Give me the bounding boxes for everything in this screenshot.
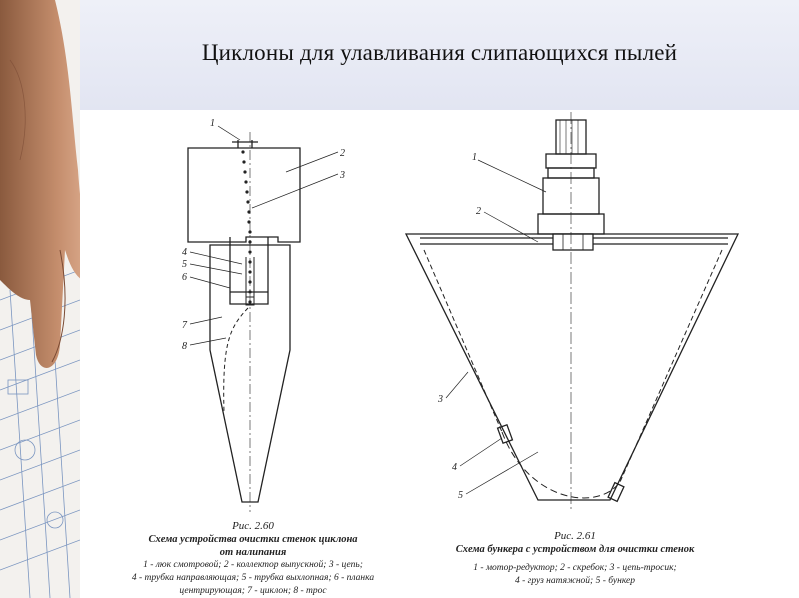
right-legend-2: 4 - груз натяжной; 5 - бункер bbox=[514, 576, 636, 586]
left-legend-2: 4 - трубка направляющая; 5 - трубка выхл… bbox=[131, 573, 375, 583]
inspection-hatch bbox=[232, 140, 258, 148]
right-legend-1: 1 - мотор-редуктор; 2 - скребок; 3 - цеп… bbox=[473, 563, 677, 573]
tension-weight-left bbox=[496, 423, 514, 445]
chain-rope-right bbox=[619, 249, 723, 483]
chain-rope-left bbox=[423, 249, 503, 433]
left-caption-title-2: от налипания bbox=[219, 547, 287, 558]
callout-2: 2 bbox=[340, 148, 345, 159]
callout-r4: 4 bbox=[452, 462, 457, 473]
callout-r2: 2 bbox=[476, 206, 481, 217]
callout-7: 7 bbox=[182, 320, 188, 331]
callout-5: 5 bbox=[182, 259, 187, 270]
callout-r1: 1 bbox=[472, 152, 477, 163]
guide-tube bbox=[245, 257, 255, 302]
callout-r3: 3 bbox=[437, 394, 443, 405]
tension-weight-right bbox=[607, 481, 625, 503]
right-caption-number: Рис. 2.61 bbox=[554, 530, 596, 542]
cyclone-cleaning-diagram: 1 2 3 4 5 6 7 8 bbox=[182, 118, 345, 512]
left-legend-1: 1 - люк смотровой; 2 - коллектор выпускн… bbox=[143, 560, 363, 570]
chain bbox=[241, 150, 252, 304]
left-caption: Рис. 2.60 Схема устройства очистки стено… bbox=[118, 520, 388, 598]
callout-8: 8 bbox=[182, 341, 187, 352]
exhaust-collector bbox=[187, 147, 301, 243]
cyclone-body bbox=[209, 244, 291, 503]
right-caption: Рис. 2.61 Схема бункера с устройством дл… bbox=[420, 530, 730, 588]
callout-3: 3 bbox=[339, 170, 345, 181]
left-caption-number: Рис. 2.60 bbox=[232, 520, 274, 532]
callout-1: 1 bbox=[210, 118, 215, 129]
hand-blueprint-photo bbox=[0, 0, 80, 598]
callout-6: 6 bbox=[182, 272, 187, 283]
left-caption-title-1: Схема устройства очистки стенок циклона bbox=[148, 534, 358, 545]
hopper-cleaning-diagram: 1 2 3 4 5 bbox=[404, 112, 740, 512]
callout-r5: 5 bbox=[458, 490, 463, 501]
photo-illustration bbox=[0, 0, 80, 598]
centering-plate bbox=[245, 296, 255, 306]
right-caption-title: Схема бункера с устройством для очистки … bbox=[455, 544, 695, 555]
callout-4: 4 bbox=[182, 247, 187, 258]
slide-title: Циклоны для улавливания слипающихся пыле… bbox=[201, 40, 678, 65]
cable bbox=[223, 307, 249, 413]
title-band bbox=[80, 0, 799, 110]
hopper-body bbox=[404, 233, 740, 501]
exhaust-tube bbox=[229, 237, 269, 305]
left-legend-3: центрирующая; 7 - циклон; 8 - трос bbox=[179, 586, 327, 596]
